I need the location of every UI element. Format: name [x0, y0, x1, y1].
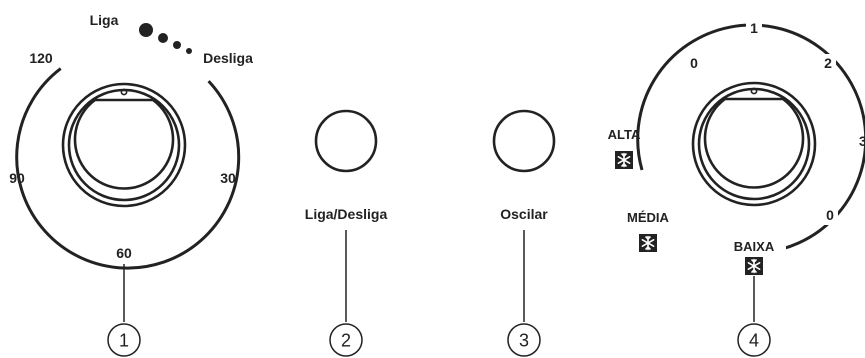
timer-knob-indicator — [120, 88, 128, 96]
speed-mark-3: 3 — [859, 133, 865, 149]
speed-knob-indicator — [750, 87, 758, 95]
speed-knob[interactable] — [691, 81, 817, 207]
power-button[interactable] — [314, 109, 378, 173]
snowflake-icon — [638, 233, 658, 253]
svg-text:4: 4 — [749, 331, 759, 351]
power-button-label: Liga/Desliga — [305, 206, 388, 222]
timer-mark-120: 120 — [29, 50, 53, 66]
speed-mark-0-left: 0 — [690, 55, 698, 71]
svg-text:3: 3 — [519, 331, 529, 351]
timer-knob-group: Liga Desliga 120 90 60 30 1 — [9, 12, 253, 357]
svg-text:1: 1 — [119, 331, 129, 351]
timer-on-off-dots — [139, 23, 192, 54]
speed-mark-0-right: 0 — [826, 207, 834, 223]
oscillate-button-group: Oscilar 3 — [492, 109, 556, 357]
level-baixa-label: BAIXA — [734, 239, 775, 254]
svg-text:2: 2 — [341, 331, 351, 351]
timer-off-label: Desliga — [203, 50, 253, 66]
callout-1: 1 — [107, 323, 141, 357]
timer-mark-30: 30 — [220, 170, 236, 186]
oscillate-button[interactable] — [492, 109, 556, 173]
timer-scale-arc — [15, 67, 241, 270]
timer-mark-90: 90 — [9, 170, 25, 186]
timer-on-label: Liga — [90, 12, 119, 28]
power-button-group: Liga/Desliga 2 — [305, 109, 388, 357]
snowflake-icon — [744, 256, 764, 276]
speed-knob-group: 0 1 2 3 0 ALTA MÉDIA BAIXA 4 — [608, 19, 865, 357]
speed-mark-2: 2 — [824, 55, 832, 71]
callout-4: 4 — [737, 323, 771, 357]
speed-mark-1: 1 — [750, 20, 758, 36]
oscillate-button-label: Oscilar — [500, 206, 548, 222]
timer-mark-60: 60 — [116, 245, 132, 261]
callout-3: 3 — [507, 323, 541, 357]
level-alta-label: ALTA — [608, 127, 641, 142]
timer-knob[interactable] — [61, 82, 187, 208]
snowflake-icon — [614, 150, 634, 170]
callout-2: 2 — [329, 323, 363, 357]
level-media-label: MÉDIA — [627, 210, 670, 225]
